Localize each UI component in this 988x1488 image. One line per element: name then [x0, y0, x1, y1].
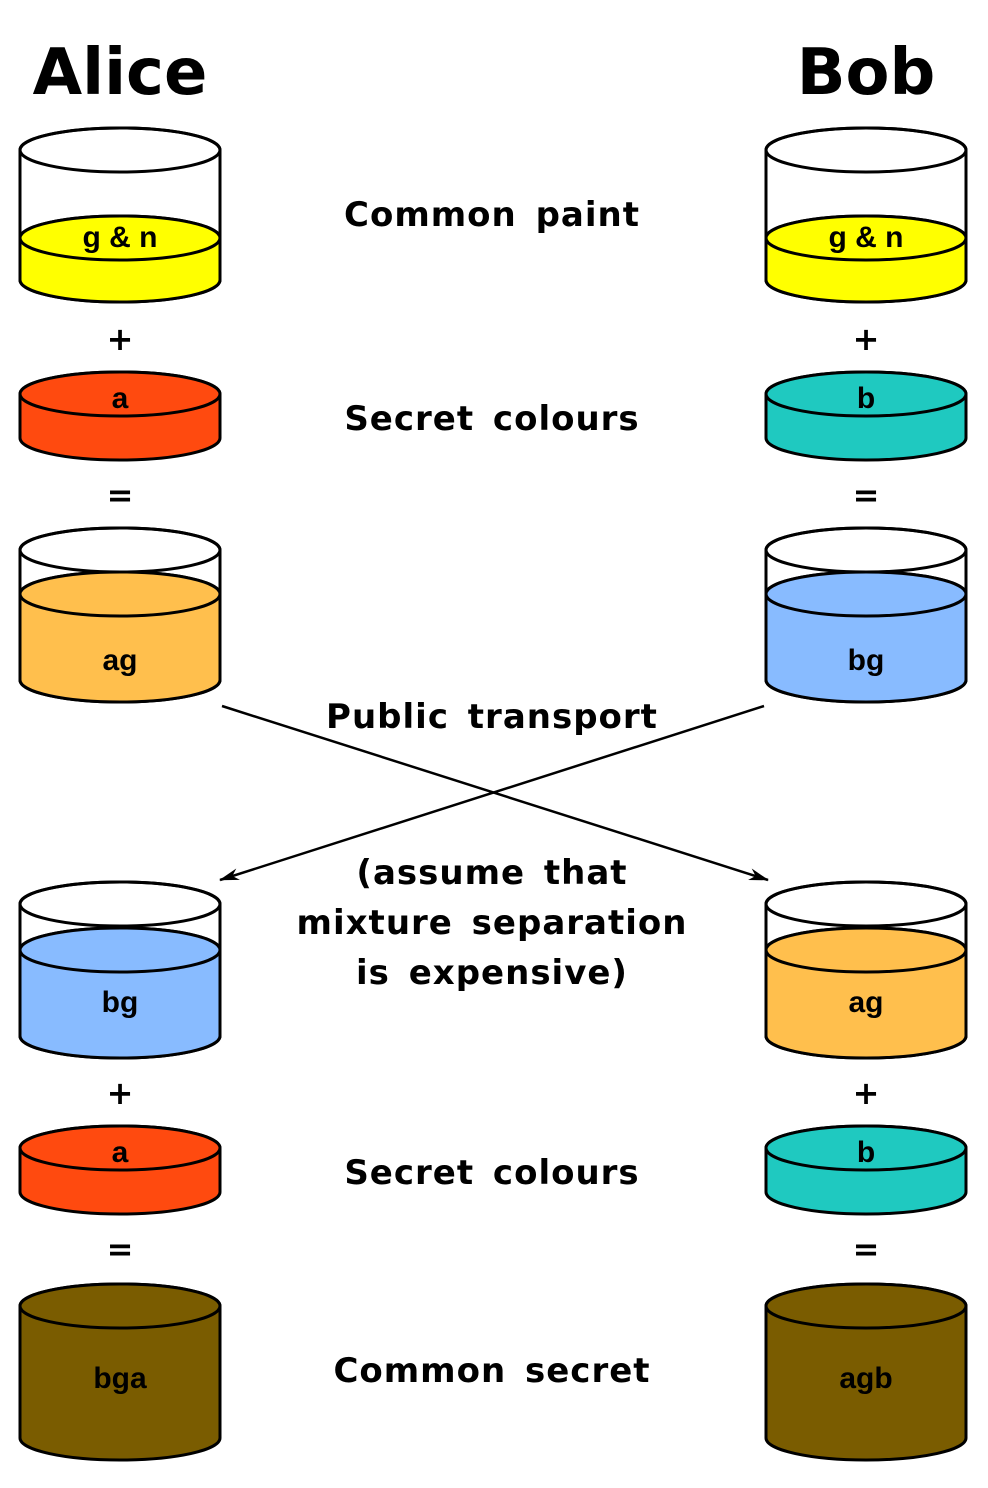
- bob-plus-1: +: [853, 320, 880, 358]
- bob-mixture-cup: bg: [764, 526, 968, 704]
- caption-common-secret: Common secret: [333, 1351, 650, 1391]
- paint-containers: g & n g & n a b ag bg bg ag a b bga agb: [18, 126, 968, 1462]
- bob-common-paint-cup-label: g & n: [829, 221, 904, 254]
- alice-secret-colour-label: a: [112, 382, 129, 415]
- alice-secret-colour-2: a: [18, 1124, 222, 1216]
- caption-assumption-line-1: (assume that: [356, 853, 627, 893]
- alice-mixture-cup-label: ag: [102, 644, 137, 677]
- bob-equals-1: =: [853, 476, 880, 514]
- bob-title: Bob: [797, 36, 936, 110]
- alice-plus-2: +: [107, 1074, 134, 1112]
- alice-equals-2: =: [107, 1230, 134, 1268]
- alice-title: Alice: [33, 36, 208, 110]
- bob-secret-colour-label: b: [857, 382, 875, 415]
- bob-common-secret: agb: [764, 1282, 968, 1462]
- bob-equals-2: =: [853, 1230, 880, 1268]
- alice-received-cup-label: bg: [102, 986, 139, 1019]
- bob-received-cup: ag: [764, 880, 968, 1060]
- caption-secret-colours-1: Secret colours: [344, 399, 639, 439]
- alice-common-secret: bga: [18, 1282, 222, 1462]
- arrow-bob-to-alice: [219, 704, 765, 882]
- caption-common-paint: Common paint: [344, 195, 640, 235]
- alice-common-paint-cup: g & n: [18, 126, 222, 304]
- alice-equals-1: =: [107, 476, 134, 514]
- alice-mixture-cup: ag: [18, 526, 222, 704]
- bob-received-cup-label: ag: [848, 986, 883, 1019]
- caption-secret-colours-2: Secret colours: [344, 1153, 639, 1193]
- bob-common-paint-cup: g & n: [764, 126, 968, 304]
- alice-common-secret-label: bga: [93, 1362, 147, 1395]
- caption-public-transport: Public transport: [326, 697, 658, 737]
- alice-plus-1: +: [107, 320, 134, 358]
- bob-mixture-cup-label: bg: [848, 644, 885, 677]
- bob-plus-2: +: [853, 1074, 880, 1112]
- alice-received-cup: bg: [18, 880, 222, 1060]
- bob-secret-colour: b: [764, 370, 968, 462]
- alice-common-paint-cup-label: g & n: [83, 221, 158, 254]
- alice-secret-colour: a: [18, 370, 222, 462]
- bob-common-secret-label: agb: [839, 1362, 892, 1395]
- alice-secret-colour-2-label: a: [112, 1136, 129, 1169]
- bob-secret-colour-2: b: [764, 1124, 968, 1216]
- caption-assumption-line-2: mixture separation: [297, 903, 688, 943]
- bob-secret-colour-2-label: b: [857, 1136, 875, 1169]
- caption-assumption-line-3: is expensive): [356, 953, 628, 993]
